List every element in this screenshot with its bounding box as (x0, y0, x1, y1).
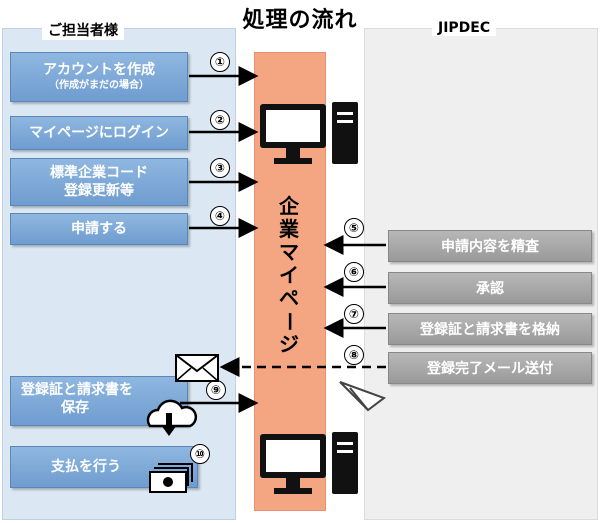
step-8-box: 登録完了メール送付 (388, 352, 592, 384)
step-8-label: 登録完了メール送付 (427, 361, 553, 377)
step-2-box: マイページにログイン (10, 116, 188, 150)
step-number: ⑤ (344, 218, 364, 238)
step-7-label: 登録証と請求書を格納 (420, 322, 560, 338)
step-3-label: 標準企業コード (50, 165, 148, 181)
step-number: ④ (210, 206, 230, 226)
step-number: ⑩ (190, 444, 210, 464)
my-page-char: イ (279, 263, 299, 287)
left-panel (2, 28, 236, 520)
step-10-label: 支払を行う (51, 459, 121, 475)
paper-plane-icon (339, 381, 387, 412)
monitor-icon (260, 434, 326, 494)
step-9-label: 登録証と請求書を (21, 382, 133, 398)
my-page-label: 企 業 マ イ ペ ー ジ (254, 195, 324, 356)
step-number: ⑦ (344, 304, 364, 324)
monitor-icon (260, 104, 326, 164)
step-number: ⑧ (344, 345, 364, 365)
step-4-label: 申請する (71, 221, 127, 237)
right-panel-label: JIPDEC (432, 20, 497, 36)
step-9-label2: 保存 (61, 400, 89, 416)
step-number: ① (210, 52, 230, 72)
step-1-label: アカウントを作成 (43, 62, 155, 78)
my-page-char: マ (279, 240, 299, 264)
my-page-char: ペ (279, 286, 299, 310)
pc-tower-icon (332, 102, 358, 164)
money-icon (149, 463, 193, 493)
step-3-box: 標準企業コード 登録更新等 (10, 158, 188, 206)
step-1-sub: （作成がまだの場合） (49, 80, 149, 91)
my-page-char: ジ (279, 332, 299, 356)
step-5-box: 申請内容を精査 (388, 230, 592, 262)
step-number: ⑥ (344, 262, 364, 282)
step-1-box: アカウントを作成 （作成がまだの場合） (10, 52, 188, 102)
step-number: ② (210, 110, 230, 130)
my-page-char: 業 (279, 217, 299, 241)
my-page-char: 企 (279, 194, 299, 218)
step-7-box: 登録証と請求書を格納 (388, 313, 592, 345)
envelope-icon (175, 354, 219, 382)
step-4-box: 申請する (10, 213, 188, 245)
pc-tower-icon (332, 432, 358, 494)
cloud-download-icon (146, 399, 198, 436)
diagram-title: 処理の流れ (242, 8, 358, 33)
step-3-label2: 登録更新等 (64, 183, 134, 199)
step-6-label: 承認 (476, 281, 504, 297)
step-number: ③ (210, 158, 230, 178)
step-5-label: 申請内容を精査 (441, 239, 539, 255)
step-6-box: 承認 (388, 272, 592, 304)
step-2-label: マイページにログイン (29, 125, 169, 141)
step-9-box: 登録証と請求書を 保存 (10, 376, 188, 426)
left-panel-label: ご担当者様 (42, 20, 124, 40)
